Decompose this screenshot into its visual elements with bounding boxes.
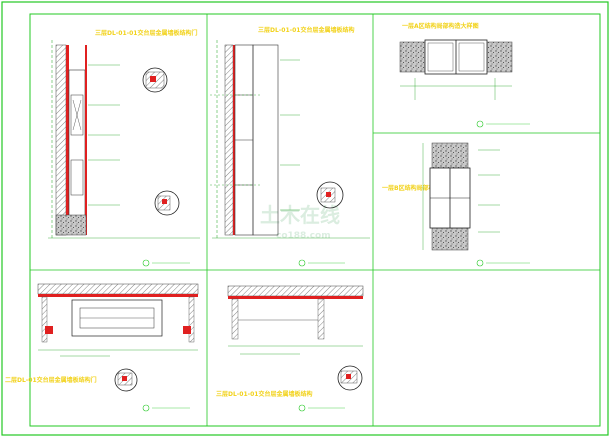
panel-title: 三层DL-01-01交台层金属墙板结构 — [258, 26, 354, 34]
svg-text:土木在线: 土木在线 — [260, 203, 340, 227]
detail-panel-6: 三层DL-01-01交台层金属墙板结构 — [216, 285, 364, 412]
panel-title: 三层DL-01-01交台层金属墙板结构门 — [95, 29, 197, 37]
panel-title: 一层B区结构局部构造大样图 — [382, 184, 459, 192]
detail-panel-5: 二层DL-01交台层金属墙板结构门 — [5, 283, 199, 412]
panel-title: 三层DL-01-01交台层金属墙板结构 — [216, 390, 312, 398]
detail-panel-3: 一层A区结构局部构造大样图 — [399, 22, 530, 128]
svg-text:co188.com: co188.com — [276, 231, 331, 241]
panel-title: 一层A区结构局部构造大样图 — [402, 22, 479, 30]
detail-panel-4: 一层B区结构局部构造大样图 — [382, 142, 530, 267]
panel-title: 二层DL-01交台层金属墙板结构门 — [5, 376, 97, 384]
detail-panel-2: 三层DL-01-01交台层金属墙板结构 — [210, 26, 370, 267]
watermark: 土木在线 co188.com — [260, 203, 340, 241]
detail-panel-1: 三层DL-01-01交台层金属墙板结构门 — [48, 29, 200, 267]
